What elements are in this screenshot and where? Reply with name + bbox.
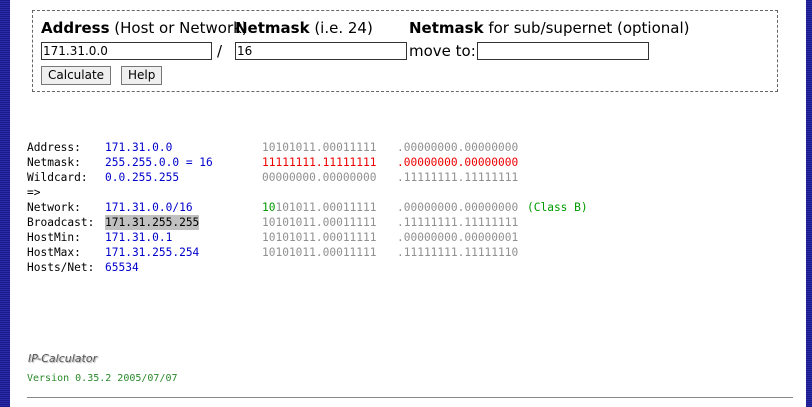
netmask-row-value: 255.255.0.0 = 16: [105, 156, 213, 169]
hosts-row-label: Hosts/Net:: [27, 261, 95, 274]
network-row-label: Network:: [27, 201, 81, 214]
slash-separator: /: [217, 42, 223, 60]
hosts-row-value: 65534: [105, 261, 139, 274]
broadcast-binary-host: .11111111.11111111: [397, 216, 519, 229]
address-label: Address (Host or Network): [41, 19, 248, 37]
version-text: Version 0.35.2 2005/07/07: [27, 373, 178, 384]
hostmin-binary-host: .00000000.00000001: [397, 231, 519, 244]
network-binary-rest: 101011.00011111: [275, 201, 377, 214]
hostmax-binary-network: 10101011.00011111: [262, 246, 377, 259]
calculate-button[interactable]: Calculate: [41, 66, 112, 85]
hostmin-row-label: HostMin:: [27, 231, 81, 244]
address-binary-network: 10101011.00011111: [262, 141, 377, 154]
netmask-binary-host: .00000000.00000000: [397, 156, 519, 169]
netmask-binary-network: 11111111.11111111: [262, 156, 377, 169]
address-input[interactable]: [41, 42, 212, 60]
help-button[interactable]: Help: [121, 66, 163, 85]
ip-calculator-logo: IP-Calculator: [28, 352, 98, 365]
netmask-row-label: Netmask:: [27, 156, 81, 169]
arrow-symbol: =>: [27, 186, 41, 199]
hostmax-row-value: 171.31.255.254: [105, 246, 200, 259]
hostmax-row-label: HostMax:: [27, 246, 81, 259]
broadcast-binary-network: 10101011.00011111: [262, 216, 377, 229]
address-row-value: 171.31.0.0: [105, 141, 173, 154]
network-binary-network: 10101011.00011111: [262, 200, 377, 215]
hostmin-binary-network: 10101011.00011111: [262, 231, 377, 244]
wildcard-row-label: Wildcard:: [27, 171, 88, 184]
network-class-bits: 10: [262, 201, 276, 214]
address-row-label: Address:: [27, 141, 81, 154]
subnet-netmask-label: Netmask for sub/supernet (optional): [409, 19, 690, 37]
broadcast-row-value: 171.31.255.255: [105, 215, 200, 230]
network-class-badge: (Class B): [527, 201, 588, 214]
hostmax-binary-host: .11111111.11111110: [397, 246, 519, 259]
wildcard-binary-host: .11111111.11111111: [397, 171, 519, 184]
network-binary-host: .00000000.00000000: [397, 201, 519, 214]
footer-divider: [27, 397, 793, 398]
netmask-label: Netmask (i.e. 24): [235, 19, 373, 37]
network-row-value: 171.31.0.0/16: [105, 201, 193, 214]
broadcast-row-label: Broadcast:: [27, 216, 95, 229]
address-binary-host: .00000000.00000000: [397, 141, 519, 154]
hostmin-row-value: 171.31.0.1: [105, 231, 173, 244]
page: Address (Host or Network) Netmask (i.e. …: [10, 0, 806, 407]
wildcard-row-value: 0.0.255.255: [105, 171, 180, 184]
move-to-label: move to:: [409, 42, 476, 60]
netmask-input[interactable]: [235, 42, 407, 60]
move-to-input[interactable]: [477, 42, 649, 60]
wildcard-binary-network: 00000000.00000000: [262, 171, 377, 184]
calculator-form: Address (Host or Network) Netmask (i.e. …: [32, 10, 778, 92]
